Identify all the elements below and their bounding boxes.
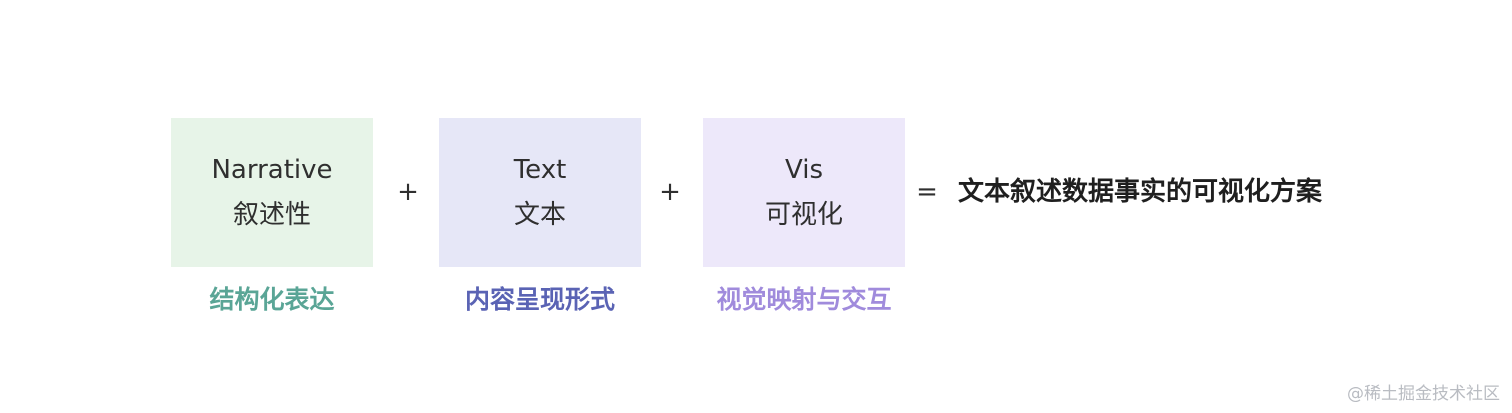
vis-box: Vis 可视化 xyxy=(703,118,905,267)
narrative-box: Narrative 叙述性 xyxy=(171,118,373,267)
narrative-zh-label: 叙述性 xyxy=(232,199,311,230)
vis-caption: 视觉映射与交互 xyxy=(716,285,892,314)
narrative-caption: 结构化表达 xyxy=(209,285,335,314)
vis-zh-label: 可视化 xyxy=(764,199,843,230)
narrative-label: Narrative xyxy=(211,154,333,185)
text-caption: 内容呈现形式 xyxy=(464,285,615,314)
vis-label: Vis xyxy=(785,154,823,185)
text-box: Text 文本 xyxy=(439,118,641,267)
text-label: Text xyxy=(513,154,567,185)
plus-operator-1: + xyxy=(397,177,419,207)
equals-operator: = xyxy=(916,177,938,207)
result-text: 文本叙述数据事实的可视化方案 xyxy=(958,177,1323,207)
plus-operator-2: + xyxy=(659,177,681,207)
text-zh-label: 文本 xyxy=(513,199,566,230)
watermark: @稀土掘金技术社区 xyxy=(1347,384,1500,404)
